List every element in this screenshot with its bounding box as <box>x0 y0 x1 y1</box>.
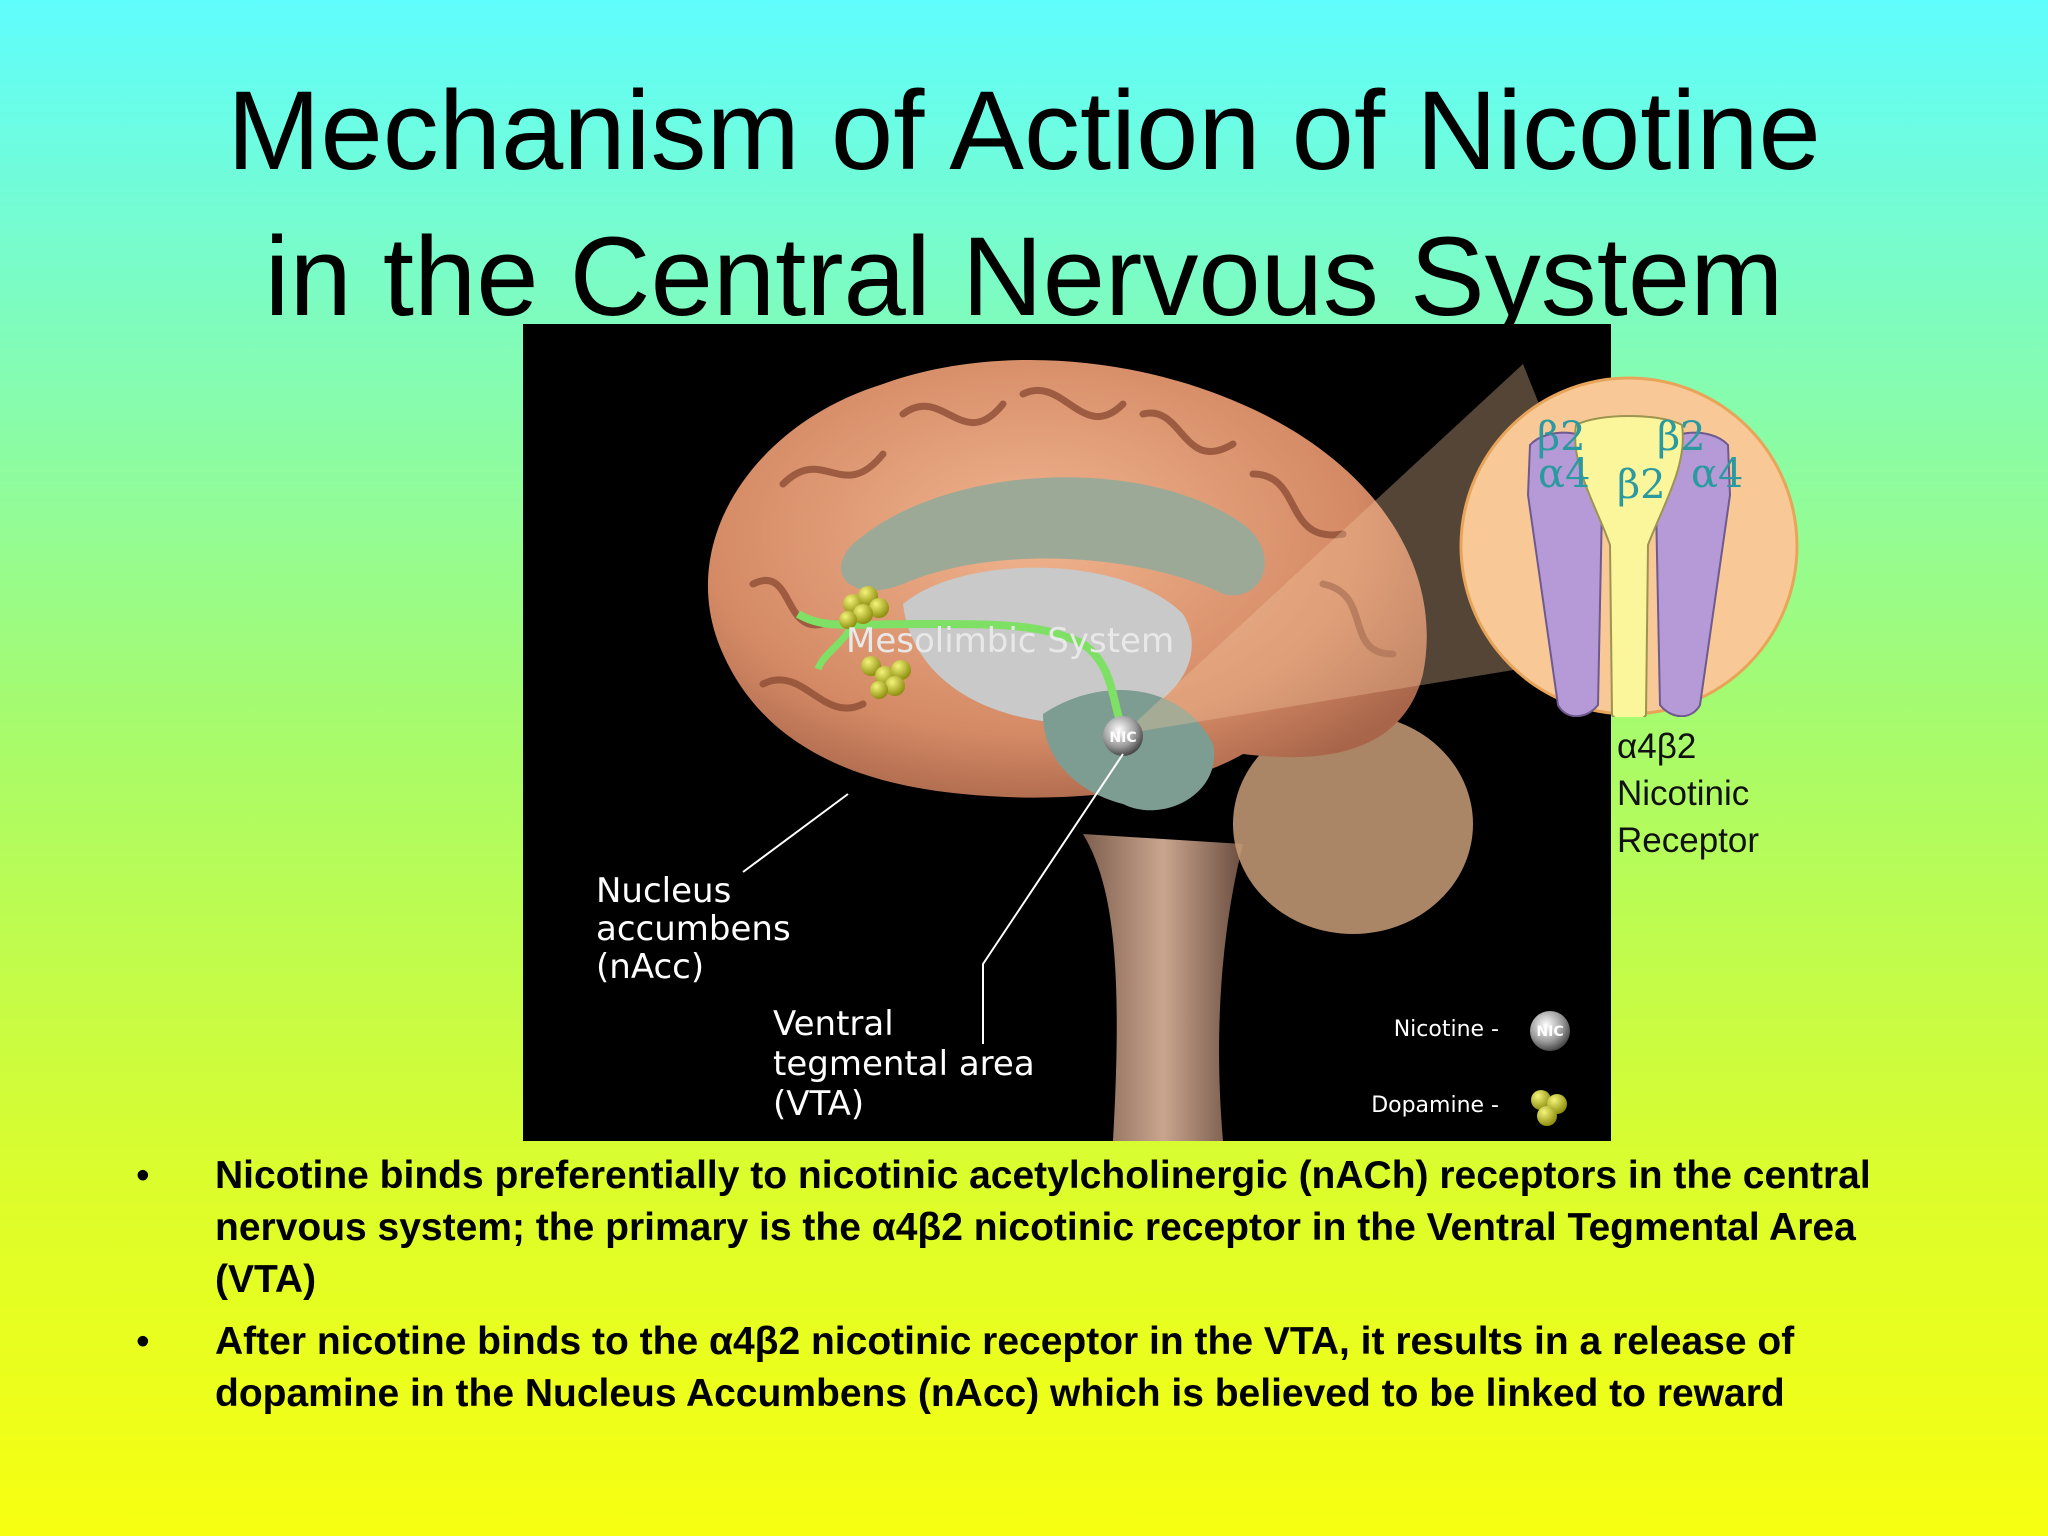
bullet-item: • Nicotine binds preferentially to nicot… <box>130 1150 1930 1306</box>
nic-badge-circle <box>1103 716 1143 756</box>
bullet-list: • Nicotine binds preferentially to nicot… <box>130 1150 1930 1430</box>
nic-badge-text: NIC <box>1109 730 1136 746</box>
receptor-beta2-left: β2 <box>1537 414 1586 460</box>
brain-diagram: NIC NIC Mesolimbic System Nucleus accumb… <box>523 324 1611 1141</box>
mesolimbic-pathway <box>795 610 1125 726</box>
legend-dopamine-label: Dopamine - <box>1371 1093 1499 1118</box>
legend-dopamine-glyph <box>1531 1090 1567 1126</box>
dopamine-cluster-lower <box>861 656 911 699</box>
bullet-text: After nicotine binds to the α4β2 nicotin… <box>215 1320 1795 1415</box>
vta-label: Ventral tegmental area (VTA) <box>773 1004 1035 1124</box>
thalamus <box>903 567 1192 724</box>
receptor-beta2-center: β2 <box>1617 462 1666 508</box>
cerebellum <box>1233 714 1473 934</box>
corpus-callosum <box>841 477 1265 596</box>
title-line-2: in the Central Nervous System <box>264 214 1784 339</box>
receptor-alpha4-left: α4 <box>1538 451 1591 497</box>
slide-title: Mechanism of Action of Nicotine in the C… <box>0 58 2048 350</box>
nacc-leader-line <box>742 793 849 873</box>
receptor-alpha4-right: α4 <box>1691 451 1744 497</box>
bullet-marker: • <box>136 1154 150 1197</box>
legend-nicotine-glyph <box>1530 1011 1570 1051</box>
vta-leader-line <box>982 753 1124 1044</box>
cortex-folds <box>749 386 1397 712</box>
receptor-zoom-circle <box>1459 376 1799 717</box>
legend-nicotine-badge: NIC <box>1536 1024 1563 1040</box>
brain-stem <box>1083 834 1243 1141</box>
bullet-text: Nicotine binds preferentially to nicotin… <box>215 1154 1871 1301</box>
dopamine-cluster-upper <box>839 586 889 629</box>
nucleus-accumbens-label: Nucleus accumbens (nAcc) <box>596 871 791 987</box>
bullet-item: • After nicotine binds to the α4β2 nicot… <box>130 1316 1930 1420</box>
beta2-subunit-center <box>1574 415 1684 717</box>
mesolimbic-branch <box>814 622 857 671</box>
mesolimbic-system-label: Mesolimbic System <box>846 621 1175 661</box>
title-line-1: Mechanism of Action of Nicotine <box>227 68 1821 193</box>
bullet-marker: • <box>136 1320 150 1363</box>
receptor-beta2-right: β2 <box>1657 414 1706 460</box>
legend-nicotine-label: Nicotine - <box>1393 1017 1499 1042</box>
receptor-caption: α4β2 Nicotinic Receptor <box>1617 727 1760 860</box>
